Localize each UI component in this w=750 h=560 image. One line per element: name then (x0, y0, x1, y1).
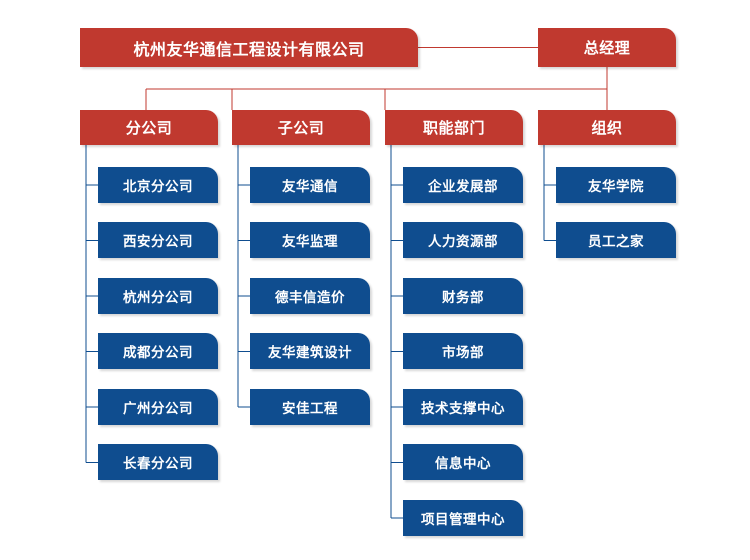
node-leaf[interactable]: 安佳工程 (250, 389, 370, 425)
node-group-header-branch-companies[interactable]: 分公司 (80, 110, 218, 145)
node-leaf[interactable]: 信息中心 (403, 444, 523, 480)
node-leaf[interactable]: 友华学院 (556, 167, 676, 203)
node-group-header-organizations[interactable]: 组织 (538, 110, 676, 145)
node-leaf[interactable]: 杭州分公司 (98, 278, 218, 314)
node-leaf[interactable]: 西安分公司 (98, 222, 218, 258)
node-leaf[interactable]: 成都分公司 (98, 333, 218, 369)
node-group-header-subsidiaries[interactable]: 子公司 (232, 110, 370, 145)
node-leaf[interactable]: 企业发展部 (403, 167, 523, 203)
node-leaf[interactable]: 友华建筑设计 (250, 333, 370, 369)
node-leaf[interactable]: 友华监理 (250, 222, 370, 258)
node-leaf[interactable]: 技术支撑中心 (403, 389, 523, 425)
node-leaf[interactable]: 广州分公司 (98, 389, 218, 425)
node-leaf[interactable]: 财务部 (403, 278, 523, 314)
node-leaf[interactable]: 北京分公司 (98, 167, 218, 203)
node-leaf[interactable]: 长春分公司 (98, 444, 218, 480)
node-leaf[interactable]: 德丰信造价 (250, 278, 370, 314)
node-leaf[interactable]: 员工之家 (556, 222, 676, 258)
node-leaf[interactable]: 项目管理中心 (403, 500, 523, 536)
node-leaf[interactable]: 人力资源部 (403, 222, 523, 258)
node-leaf[interactable]: 市场部 (403, 333, 523, 369)
node-group-header-functional-departments[interactable]: 职能部门 (385, 110, 523, 145)
node-leaf[interactable]: 友华通信 (250, 167, 370, 203)
node-general-manager[interactable]: 总经理 (538, 28, 676, 67)
node-company-root[interactable]: 杭州友华通信工程设计有限公司 (80, 28, 418, 67)
